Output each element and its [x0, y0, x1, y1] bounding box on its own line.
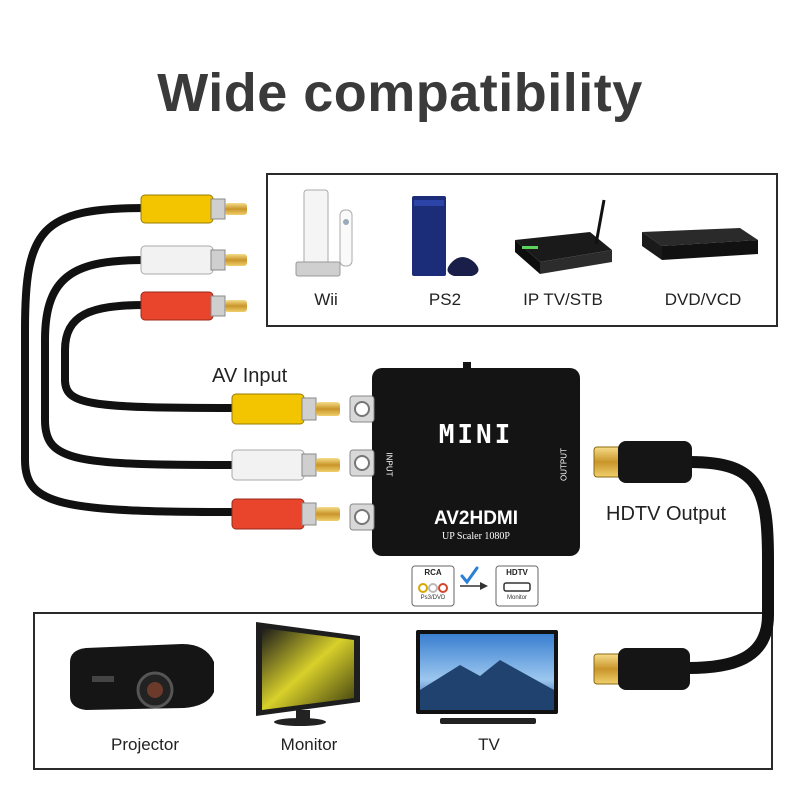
rca-plug-red-top [140, 291, 247, 321]
rca-cable [21, 204, 239, 516]
signal-conversion-badge [411, 565, 539, 607]
hdtv-output-label: HDTV Output [606, 503, 727, 525]
rca-plug-yellow [231, 393, 340, 425]
rca-plug-white-top [140, 245, 247, 275]
device-label-wii: Wii [314, 290, 338, 309]
dvd-player-icon [642, 228, 758, 260]
tv-icon [416, 630, 558, 724]
set-top-box-icon [515, 199, 612, 274]
check-icon [460, 566, 479, 585]
rca-socket [349, 395, 375, 531]
badge-to-sub: Monitor [506, 595, 527, 601]
badge-to-title: HDTV [506, 568, 528, 577]
hdmi-plug-bottom [593, 648, 690, 690]
page-title: Wide compatibility [157, 63, 643, 123]
device-label-projector: Projector [110, 735, 180, 754]
device-label-monitor: Monitor [280, 735, 338, 754]
wii-console-icon [295, 189, 353, 277]
badge-from-title: RCA [424, 568, 442, 577]
device-label-ps2: PS2 [428, 290, 462, 309]
rca-plug-white [231, 449, 340, 481]
av2hdmi-adapter [349, 362, 580, 556]
ps2-console-icon [412, 196, 479, 276]
hdmi-cable [682, 456, 774, 674]
adapter-output-side: OUTPUT [559, 448, 569, 481]
av-input-label: AV Input [212, 365, 288, 387]
badge-from-sub: Ps3/DVD [420, 595, 446, 601]
rca-plug-red [231, 498, 340, 530]
device-label-dvd: DVD/VCD [664, 290, 742, 309]
monitor-icon [256, 622, 360, 726]
adapter-brand: MINI [438, 420, 514, 450]
rca-plug-yellow-top [140, 194, 247, 224]
device-label-tv: TV [478, 735, 500, 754]
projector-icon [70, 644, 214, 710]
hdmi-plug-top [593, 441, 692, 483]
adapter-model: AV2HDMI [433, 508, 519, 529]
device-label-iptv: IP TV/STB [523, 290, 603, 309]
adapter-input-side: INPUT [384, 452, 394, 477]
adapter-subtitle: UP Scaler 1080P [442, 531, 510, 542]
